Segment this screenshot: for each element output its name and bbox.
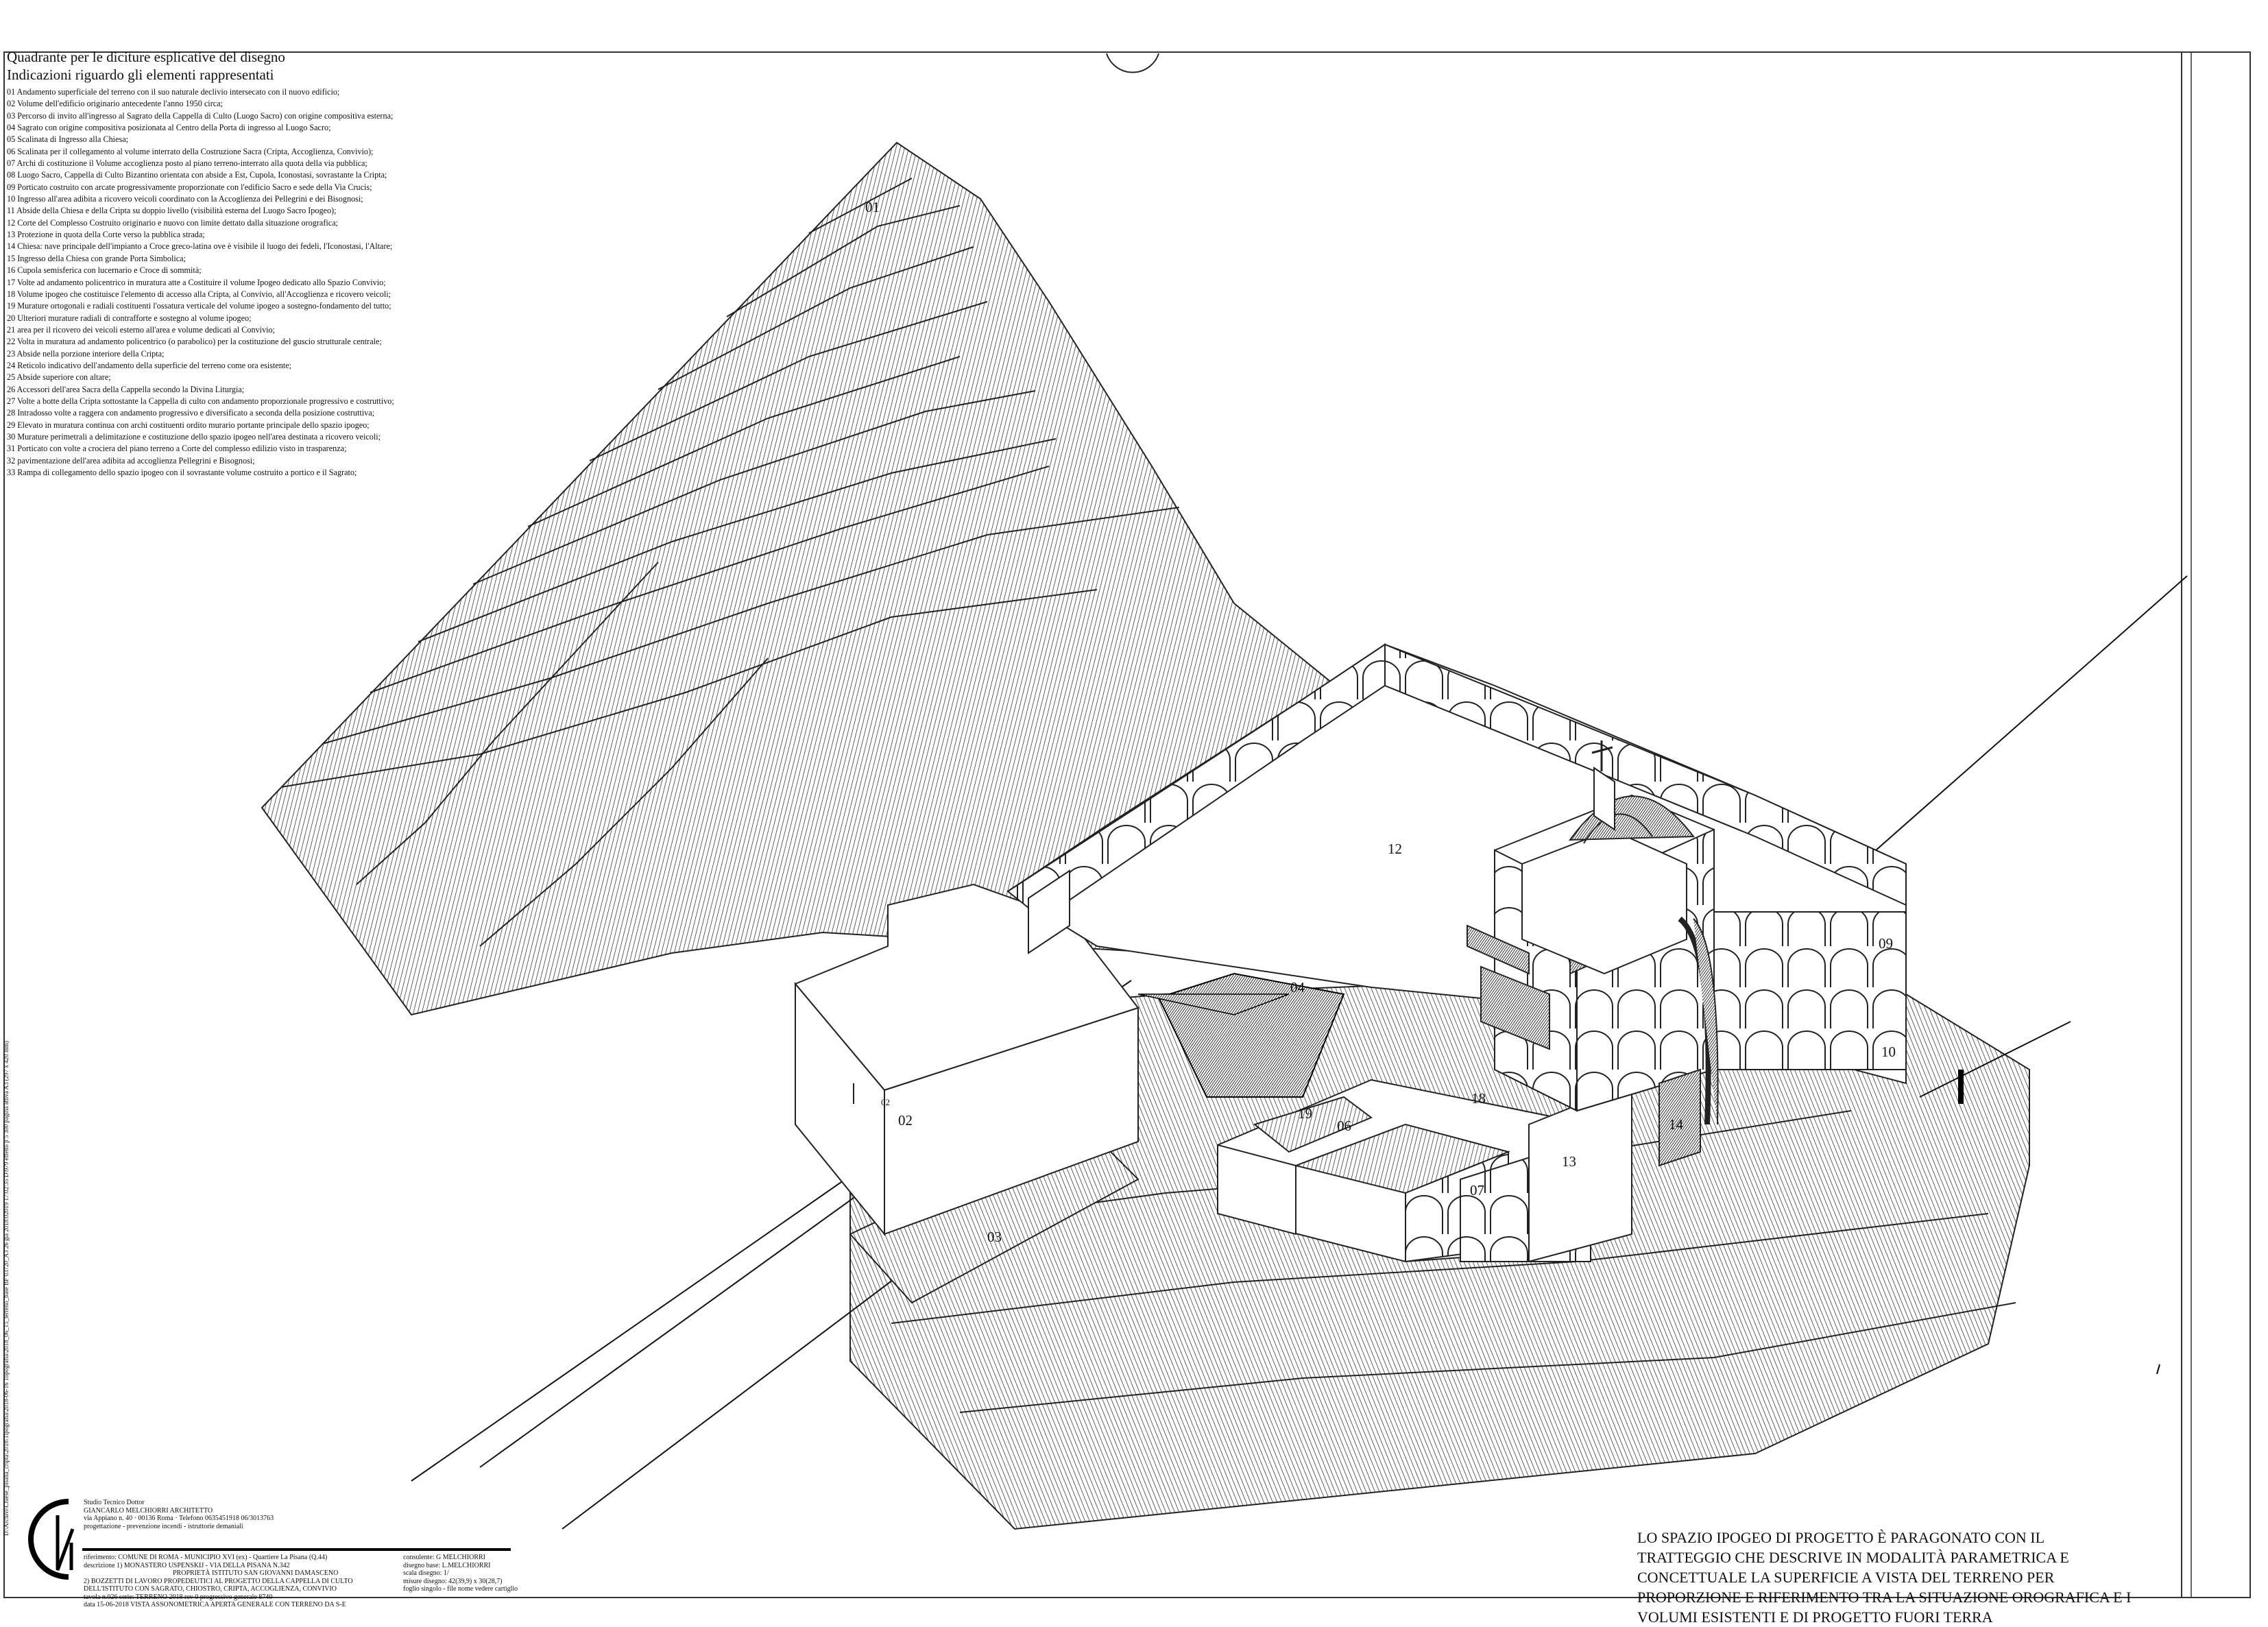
- legend-item: 14 Chiesa: nave principale dell'impianto…: [7, 241, 393, 252]
- label-06: 06: [1337, 1118, 1351, 1134]
- staircase: [1253, 1096, 1373, 1153]
- studio-name: Studio Tecnico Dottor: [84, 1499, 145, 1506]
- label-01: 01: [865, 199, 880, 215]
- legend-item: 26 Accessori dell'area Sacra della Cappe…: [7, 384, 245, 394]
- label-13: 13: [1562, 1153, 1576, 1170]
- legend-item: 06 Scalinata per il collegamento al volu…: [7, 146, 374, 156]
- note-line: LO SPAZIO IPOGEO DI PROGETTO È PARAGONAT…: [1637, 1529, 2045, 1546]
- label-04: 04: [1290, 979, 1305, 996]
- label-10: 10: [1881, 1044, 1896, 1060]
- legend-item: 15 Ingresso della Chiesa con grande Port…: [7, 253, 186, 263]
- legend-list: 01 Andamento superficiale del terreno co…: [7, 86, 569, 479]
- legend-item: 03 Percorso di invito all'ingresso al Sa…: [7, 110, 394, 121]
- tb-line: foglio singolo - file nome vedere cartig…: [403, 1585, 518, 1593]
- studio-address: via Appiano n. 40 · 00136 Roma · Telefon…: [84, 1515, 274, 1522]
- legend-item: 31 Porticato con volte a crociera del pi…: [7, 444, 347, 454]
- legend-item: 16 Cupola semisferica con lucernario e C…: [7, 265, 202, 276]
- legend-item: 12 Corte del Complesso Costruito origina…: [7, 217, 338, 228]
- legend-item: 29 Elevato in muratura continua con arch…: [7, 420, 370, 430]
- dome: [1569, 795, 1695, 841]
- label-09: 09: [1879, 935, 1893, 952]
- note-line: VOLUMI ESISTENTI E DI PROGETTO FUORI TER…: [1637, 1608, 1993, 1626]
- chapel: [1467, 740, 1719, 1167]
- legend-item: 24 Reticolo indicativo dell'andamento de…: [7, 360, 292, 370]
- legend-item: 01 Andamento superficiale del terreno co…: [7, 87, 340, 97]
- edge-mark: [1958, 1070, 1964, 1104]
- file-path-side-text: D:\Archivi\Chiese_pisana_cripta\2018\Tip…: [3, 1041, 10, 1536]
- note-line: TRATTEGGIO CHE DESCRIVE IN MODALITÀ PARA…: [1637, 1549, 2069, 1566]
- legend-title: Quadrante per le diciture esplicative de…: [7, 49, 285, 65]
- legend-item: 09 Porticato costruito con arcate progre…: [7, 182, 372, 192]
- title-block-left: riferimento: COMUNE DI ROMA - MUNICIPIO …: [84, 1554, 353, 1609]
- tb-line: PROPRIETÀ ISTITUTO SAN GIOVANNI DAMASCEN…: [173, 1569, 339, 1577]
- studio-services: progettazione - prevenzione incendi - is…: [84, 1522, 243, 1530]
- label-19: 19: [1298, 1105, 1312, 1122]
- legend-item: 17 Volte ad andamento policentrico in mu…: [7, 277, 386, 287]
- legend-item: 30 Murature perimetrali a delimitazione …: [7, 431, 381, 442]
- tb-line: DELL'ISTITUTO CON SAGRATO, CHIOSTRO, CRI…: [84, 1585, 337, 1593]
- legend-item: 33 Rampa di collegamento dello spazio ip…: [7, 468, 357, 477]
- label-02: 02: [898, 1112, 913, 1129]
- sheet-border: [3, 51, 2251, 1598]
- legend-item: 10 Ingresso all'area adibita a ricovero …: [7, 194, 363, 204]
- legend-item: 32 pavimentazione dell'area adibita ad a…: [7, 455, 255, 466]
- legend-item: 20 Ulteriori murature radiali di contraf…: [7, 313, 252, 323]
- punch-hole-mark: [1106, 53, 1159, 73]
- tb-line: tavola n.026 serie: TERRENO 2018 rev 0 p…: [84, 1593, 273, 1601]
- note-line: CONCETTUALE LA SUPERFICIE A VISTA DEL TE…: [1637, 1569, 2055, 1586]
- label-07: 07: [1470, 1182, 1484, 1198]
- tb-line: 2) BOZZETTI DI LAVORO PROPEDEUTICI AL PR…: [84, 1577, 353, 1585]
- legend-item: 04 Sagrato con origine compositiva posiz…: [7, 123, 331, 133]
- legend-item: 25 Abside superiore con altare;: [7, 372, 111, 383]
- legend-subtitle: Indicazioni riguardo gli elementi rappre…: [7, 67, 274, 83]
- tb-line: misure disegno: 42(39,9) x 30(28,7): [403, 1577, 503, 1585]
- legend-item: 08 Luogo Sacro, Cappella di Culto Bizant…: [7, 170, 387, 180]
- title-block-right: consulente: G MELCHIORRI disegno base: L…: [403, 1554, 518, 1593]
- legend-item: 28 Intradosso volte a raggera con andame…: [7, 408, 375, 418]
- studio-logo: [28, 1499, 511, 1580]
- legend-item: 18 Volume ipogeo che costituisce l'eleme…: [7, 289, 391, 299]
- legend-item: 22 Volta in muratura ad andamento police…: [7, 337, 382, 347]
- legend-item: 19 Murature ortogonali e radiali costitu…: [7, 301, 391, 311]
- legend-item: 23 Abside nella porzione interiore della…: [7, 348, 165, 359]
- legend-item: 13 Protezione in quota della Corte verso…: [7, 230, 205, 240]
- title-block-studio: Studio Tecnico Dottor GIANCARLO MELCHIOR…: [84, 1499, 274, 1530]
- tb-line: disegno base: L.MELCHIORRI: [403, 1561, 491, 1569]
- label-14: 14: [1669, 1116, 1683, 1133]
- terrain-grid-upper: [280, 178, 1180, 947]
- legend-item: 02 Volume dell'edificio originario antec…: [7, 99, 223, 109]
- tb-line: data 15-06-2018 VISTA ASSONOMETRICA APER…: [84, 1601, 346, 1608]
- architect-name: GIANCARLO MELCHIORRI ARCHITETTO: [84, 1506, 213, 1515]
- label-03: 03: [987, 1229, 1002, 1245]
- tb-line: consulente: G MELCHIORRI: [403, 1554, 485, 1561]
- design-note: LO SPAZIO IPOGEO DI PROGETTO È PARAGONAT…: [1637, 1528, 2241, 1627]
- label-12: 12: [1388, 841, 1402, 857]
- tb-line: riferimento: COMUNE DI ROMA - MUNICIPIO …: [84, 1554, 328, 1561]
- label-18: 18: [1471, 1090, 1486, 1107]
- tb-line: descrizione 1) MONASTERO USPENSKIJ - VIA…: [84, 1561, 290, 1569]
- label-02-small: 02: [881, 1097, 890, 1107]
- legend-item: 05 Scalinata di Ingresso alla Chiesa;: [7, 134, 129, 145]
- tb-line: scala disegno: 1/: [403, 1569, 449, 1577]
- note-line: PROPORZIONE E RIFERIMENTO TRA LA SITUAZI…: [1637, 1589, 2132, 1606]
- legend-item: 21 area per il ricovero dei veicoli este…: [7, 324, 276, 335]
- legend-item: 11 Abside della Chiesa e della Cripta su…: [7, 206, 337, 216]
- legend-item: 07 Archi di costituzione il Volume accog…: [7, 158, 367, 169]
- legend-panel: Quadrante per le diciture esplicative de…: [7, 48, 569, 479]
- legend-item: 27 Volte a botte della Cripta sottostant…: [7, 396, 394, 406]
